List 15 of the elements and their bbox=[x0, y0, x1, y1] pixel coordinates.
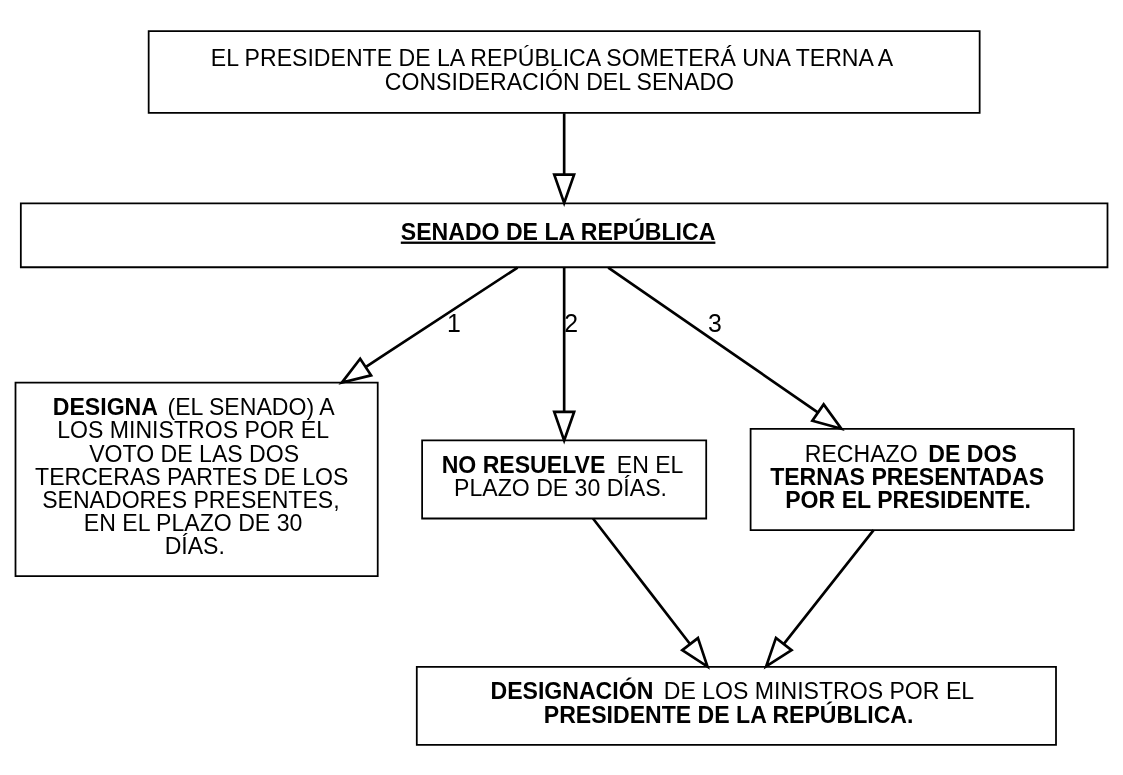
node-box: NO RESUELVE EN EL PLAZO DE 30 DÍAS. bbox=[421, 439, 708, 519]
node-box: SENADO DE LA REPÚBLICA bbox=[19, 201, 1109, 268]
arrow bbox=[338, 265, 519, 385]
arrow bbox=[591, 517, 710, 670]
node-box: DESIGNACIÓN DE LOS MINISTROS POR EL PRESIDENTE DE LA REPÚBLICA. bbox=[415, 665, 1057, 746]
arrow bbox=[763, 528, 875, 669]
node-box: EL PRESIDENTE DE LA REPÚBLICA SOMETERÁ UNA TERNA A CONSIDERACIÓN DEL SENADO bbox=[147, 29, 981, 114]
node-box: RECHAZO DE DOS TERNAS PRESENTADAS POR EL PRESIDENTE. bbox=[749, 427, 1075, 531]
edge-label: 2 bbox=[564, 309, 578, 337]
arrow bbox=[607, 265, 845, 431]
edge-label: 1 bbox=[446, 309, 461, 337]
arrow bbox=[552, 267, 576, 444]
edge-label: 3 bbox=[707, 309, 722, 337]
arrow bbox=[552, 112, 576, 207]
node-box: DESIGNA (EL SENADO) A LOS MINISTROS POR EL VOTO DE LAS DOS TERCERAS PARTES DE LOS SENADORES PRESENTES, EN EL PLAZO DE 30 DÍAS. bbox=[14, 381, 379, 577]
